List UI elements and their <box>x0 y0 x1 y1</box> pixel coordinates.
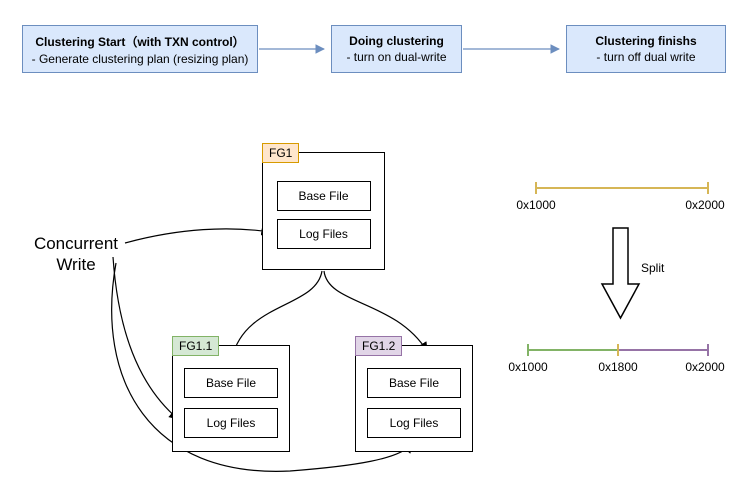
flow-step-title: Clustering Start（with TXN control） <box>35 34 245 49</box>
filegroup-fg11-label: FG1.1 <box>172 336 220 357</box>
range-before-start-label: 0x1000 <box>516 198 556 212</box>
concurrent-write-arrow-fg1 <box>124 225 271 244</box>
range-after-start-label: 0x1000 <box>508 360 548 374</box>
fg1-log-files-box: Log Files <box>276 219 371 249</box>
flow-step-title: Clustering finishs <box>595 34 697 48</box>
flow-step-title: Doing clustering <box>349 34 444 48</box>
split-label: Split <box>641 261 665 275</box>
range-before-end-label: 0x2000 <box>685 198 725 212</box>
range-after-mid-label: 0x1800 <box>598 360 638 374</box>
flow-step-clustering-finishes: Clustering finishs - turn off dual write <box>566 25 726 73</box>
filegroup-fg11: FG1.1 Base File Log Files <box>172 336 290 452</box>
flow-step-clustering-start: Clustering Start（with TXN control） - Gen… <box>22 25 258 73</box>
concurrent-write-arrow-fg11 <box>112 256 179 420</box>
flow-step-doing-clustering: Doing clustering - turn on dual-write <box>331 25 462 73</box>
flow-step-subtitle: - turn off dual write <box>596 50 696 64</box>
filegroup-fg12-label: FG1.2 <box>355 336 403 357</box>
filegroup-fg1-label: FG1 <box>262 143 300 164</box>
fg1-base-file-box: Base File <box>276 181 371 211</box>
fg11-log-files-box: Log Files <box>184 408 278 438</box>
fg12-base-file-box: Base File <box>367 368 461 398</box>
flow-step-subtitle: - turn on dual-write <box>346 50 447 64</box>
filegroup-fg1: FG1 Base File Log Files <box>262 143 385 270</box>
filegroup-fg12: FG1.2 Base File Log Files <box>355 336 473 452</box>
concurrent-write-label: Concurrent Write <box>33 234 119 275</box>
range-after-end-label: 0x2000 <box>685 360 725 374</box>
fg12-log-files-box: Log Files <box>367 408 461 438</box>
split-down-arrow-icon <box>600 227 641 320</box>
fg11-base-file-box: Base File <box>184 368 278 398</box>
flow-step-subtitle: - Generate clustering plan (resizing pla… <box>31 51 249 66</box>
